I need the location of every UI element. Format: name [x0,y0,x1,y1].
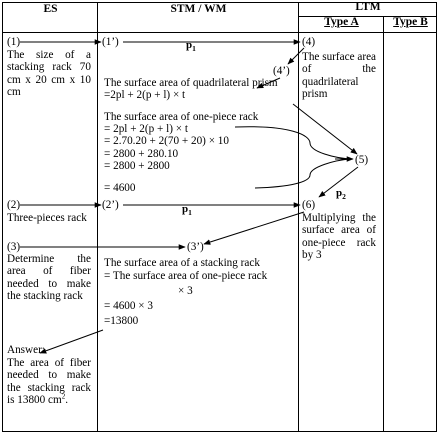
node-4-label: (4) [302,36,316,48]
es-answer-label: Answer: [7,344,45,356]
arrow-ltm-to-5 [292,103,358,155]
stm-stacking-title: The surface area of a stacking rack [104,257,260,269]
stm-stacking-step-2: =13800 [104,315,139,327]
node-5-label: (5) [355,154,369,166]
node-1-label: (1) [7,36,21,48]
ltm-type-a-block-1: The surface area of the quadrilateral pr… [302,51,376,101]
type-a-column-cell [298,32,384,432]
es-block-2: Three-pieces rack [7,212,87,224]
header-type-a: Type A [324,16,359,28]
stm-step-3: = 2800 + 280.10 [104,148,179,160]
header-ltm: LTM [355,1,381,13]
node-4p-label: (4’) [273,65,290,77]
stm-step-4: = 2800 + 2800 [104,160,170,172]
es-answer-text: The area of fiber needed to make the sta… [7,357,91,407]
node-2p-label: (2’) [102,199,119,211]
es-block-3: Determine the area of fiber needed to ma… [7,253,91,303]
stm-step-1: = 2pl + 2(p + l) × t [104,123,188,135]
arrow-6-to-3p [203,211,305,245]
header-type-b: Type B [393,16,428,28]
stm-stacking-step-1: = 4600 × 3 [104,300,153,312]
node-3-label: (3) [7,241,21,253]
node-1p-label: (1’) [102,36,119,48]
arrow-4p-to-stm [256,77,281,89]
stm-step-5: = 4600 [104,182,136,194]
arrow-result-to-answer [39,329,104,354]
stm-one-piece-title: The surface area of one-piece rack [104,111,259,123]
ltm-type-a-block-2: Multiplying the surface area of one-piec… [302,212,376,262]
stm-quadrilateral-formula: The surface area of quadrilateral prism … [104,77,278,102]
stm-column-cell [97,32,299,432]
flow-table [2,2,437,432]
stm-step-2: = 2.70.20 + 2(70 + 20) × 10 [104,135,229,147]
edge-label-p1-top: p1 [186,39,196,54]
arrow-5-to-6 [318,166,359,198]
header-stm: STM / WM [170,3,227,15]
stm-stacking-equation: = The surface area of one-piece rack [104,270,268,282]
node-3p-label: (3’) [187,241,204,253]
node-2-label: (2) [7,199,21,211]
es-block-1: The size of a stacking rack 70 cm x 20 c… [7,49,91,99]
stm-times-three: × 3 [178,285,193,297]
edge-label-p1-bottom: p1 [182,203,192,218]
type-b-column-cell [383,32,437,432]
edge-label-p2: p2 [336,187,346,202]
node-6-label: (6) [302,199,316,211]
header-es: ES [43,3,58,15]
arrow-4-to-4p [287,47,305,65]
